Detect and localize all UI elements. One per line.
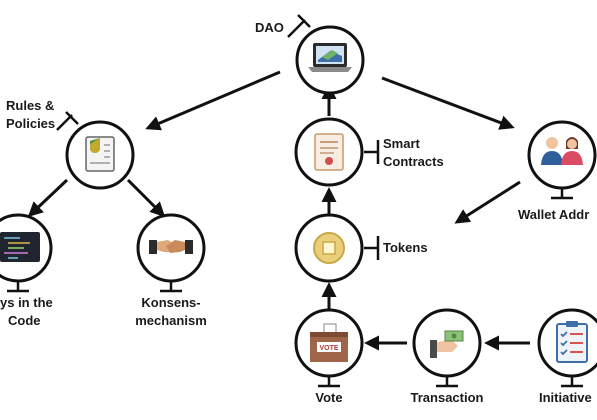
node-dao <box>287 14 365 95</box>
label-code-line2: Code <box>8 313 41 328</box>
people-icon <box>541 137 583 165</box>
document-shield-icon <box>85 136 115 172</box>
label-wallet: Wallet Addr <box>518 207 590 222</box>
hand-money-icon <box>430 330 464 358</box>
label-initiative: Initiative <box>539 390 592 405</box>
label-rules-line1: Rules & <box>6 98 55 113</box>
node-vote: VOTE <box>294 308 364 388</box>
node-smart-contracts <box>294 117 380 187</box>
connector-arrows <box>27 70 530 351</box>
node-consensus <box>136 213 206 293</box>
arrow-wallet-to-tokens <box>454 180 521 224</box>
node-transaction <box>412 308 482 388</box>
label-vote: Vote <box>315 390 343 405</box>
label-smart-contracts-line1: Smart <box>383 136 420 151</box>
label-rules-line2: Policies <box>6 116 56 131</box>
label-tokens: Tokens <box>383 240 428 255</box>
code-screen-icon <box>0 232 40 262</box>
ballot-box-label: VOTE <box>319 345 338 352</box>
handshake-icon <box>149 240 193 254</box>
node-initiative <box>537 308 597 388</box>
ballot-box-icon: VOTE <box>310 323 348 362</box>
node-tokens <box>294 213 380 283</box>
label-consensus-line1: Konsens- <box>141 295 201 310</box>
coin-icon <box>313 232 345 264</box>
arrow-dao-to-wallet <box>381 76 515 130</box>
arrow-dao-to-rules <box>145 70 281 131</box>
node-rules <box>56 111 135 190</box>
label-code-line1: ys in the <box>0 295 53 310</box>
label-smart-contracts-line2: Contracts <box>383 154 444 169</box>
node-code <box>0 213 53 293</box>
laptop-icon <box>308 43 352 72</box>
label-dao: DAO <box>255 20 284 35</box>
node-wallet <box>527 120 597 200</box>
label-consensus-line2: mechanism <box>135 313 207 328</box>
certificate-icon <box>314 133 344 171</box>
clipboard-checklist-icon <box>556 321 588 363</box>
arrow-rules-to-code <box>27 178 69 218</box>
label-transaction: Transaction <box>410 390 484 405</box>
arrow-rules-to-consensus <box>126 178 166 218</box>
